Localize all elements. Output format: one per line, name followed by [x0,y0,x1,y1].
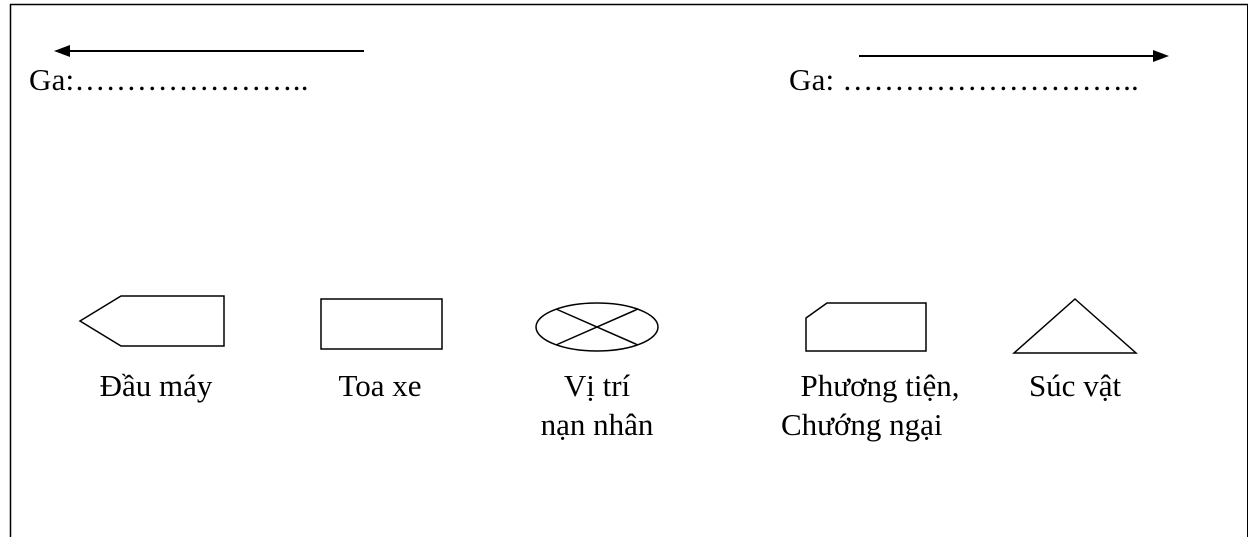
victim-position-icon [535,302,659,352]
animal-icon [1012,297,1138,354]
right-station-label: Ga: ……………………….. [789,62,1140,97]
locomotive-label: Đầu máy [99,368,213,403]
left-station-label: Ga:………………….. [29,62,309,97]
victim-position-label-line-2: nạn nhân [540,407,654,442]
vehicle-obstacle-icon [805,302,927,352]
locomotive-icon [78,295,225,347]
victim-position-label-line-1: Vị trí [563,368,631,403]
railcar-icon [320,298,443,350]
railcar-label: Toa xe [338,368,422,403]
animal-label: Súc vật [1028,368,1122,403]
right-direction-arrow [859,50,1169,62]
left-direction-arrow [54,45,364,57]
vehicle-obstacle-label-line-2: Chướng ngại [781,407,943,442]
vehicle-obstacle-label-line-1: Phương tiện, [800,368,960,403]
